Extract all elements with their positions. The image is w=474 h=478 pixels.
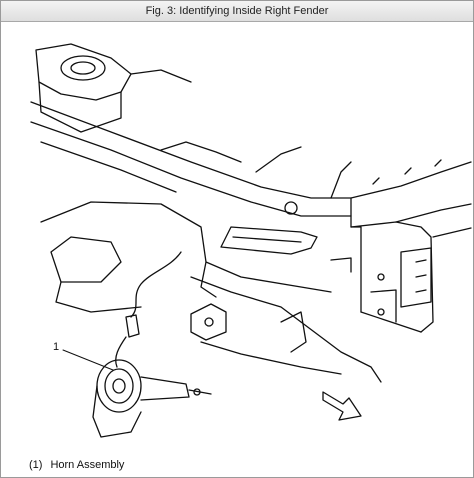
fender-diagram	[30, 43, 472, 438]
legend-entry: (1) Horn Assembly	[29, 459, 132, 471]
callout-number: 1	[53, 341, 60, 353]
legend-label: Horn Assembly	[50, 459, 125, 471]
horn-assembly	[92, 359, 212, 438]
frame-rail	[330, 197, 472, 333]
callout-leader	[62, 349, 114, 371]
window-title: Fig. 3: Identifying Inside Right Fender	[1, 1, 473, 22]
strut-tower	[35, 43, 192, 133]
fender-apron	[40, 201, 382, 383]
horn-wiring	[115, 251, 182, 368]
upper-rail	[30, 101, 472, 217]
front-direction-arrow	[322, 391, 362, 421]
legend-number: (1)	[29, 459, 43, 471]
